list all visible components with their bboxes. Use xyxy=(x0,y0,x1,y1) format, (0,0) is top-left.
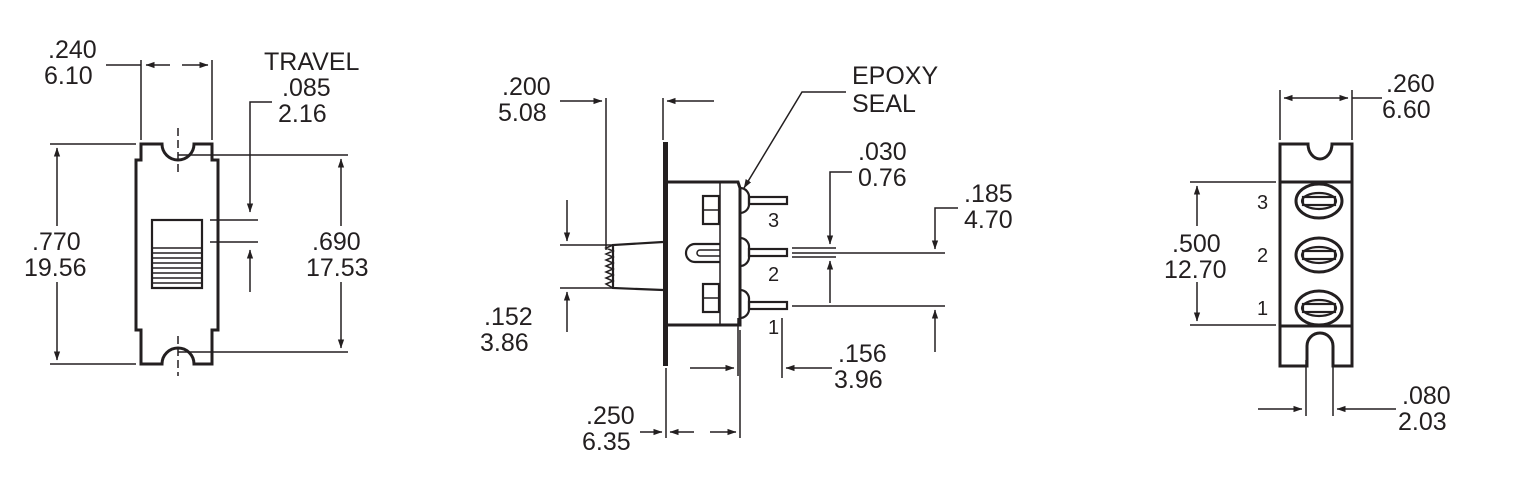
mounting-plate xyxy=(663,142,668,366)
side-pin-3-label: 3 xyxy=(768,210,779,232)
body-mm-label: 6.35 xyxy=(582,428,631,456)
pitch-mm-label: 3.96 xyxy=(834,366,883,394)
bottom-width-mm-label: 6.60 xyxy=(1382,96,1431,124)
side-pin-1-label: 1 xyxy=(768,317,779,339)
bottom-width-inch-label: .260 xyxy=(1386,70,1435,98)
actuator-mm-label: 5.08 xyxy=(498,99,547,127)
span-inch-label: .500 xyxy=(1172,230,1221,258)
mount-mm-label: 17.53 xyxy=(306,254,369,282)
span-mm-label: 12.70 xyxy=(1164,256,1227,284)
slide-actuator xyxy=(150,218,204,290)
top-view: .240 6.10 TRAVEL .085 2.16 .770 19.56 .6… xyxy=(24,36,369,376)
side-view: 3 2 1 EPOXY SEAL .200 5.08 .152 3.86 .03… xyxy=(480,62,1013,456)
pin-span-inch-label: .185 xyxy=(964,180,1013,208)
epoxy-label: EPOXY xyxy=(852,62,938,90)
seal-label: SEAL xyxy=(852,90,916,118)
bottom-pin-3-label: 3 xyxy=(1257,192,1268,214)
mount-inch-label: .690 xyxy=(312,228,361,256)
actuator-inch-label: .200 xyxy=(502,73,551,101)
width-inch-label: .240 xyxy=(48,36,97,64)
width-mm-label: 6.10 xyxy=(44,62,93,90)
lead-thk-mm-label: 0.76 xyxy=(858,164,907,192)
height-mm-label: 19.56 xyxy=(24,254,87,282)
lead-mm-label: 2.03 xyxy=(1398,408,1447,436)
height-inch-label: .770 xyxy=(32,228,81,256)
travel-inch-label: .085 xyxy=(282,74,331,102)
bottom-pin-1-label: 1 xyxy=(1257,298,1268,320)
act-height-inch-label: .152 xyxy=(484,303,533,331)
top-view-body xyxy=(134,142,220,366)
travel-label: TRAVEL xyxy=(264,48,359,76)
lead-thk-inch-label: .030 xyxy=(858,138,907,166)
bottom-view: 3 2 1 .260 6.60 .500 12.70 .080 2.03 xyxy=(1164,70,1451,436)
pin-openings xyxy=(1294,182,1344,327)
body-inch-label: .250 xyxy=(586,402,635,430)
bottom-view-body xyxy=(1278,142,1354,368)
side-actuator xyxy=(611,240,664,292)
act-height-mm-label: 3.86 xyxy=(480,329,529,357)
travel-mm-label: 2.16 xyxy=(278,100,327,128)
pin-span-mm-label: 4.70 xyxy=(964,206,1013,234)
lead-inch-label: .080 xyxy=(1402,382,1451,410)
pitch-inch-label: .156 xyxy=(838,340,887,368)
side-pin-2-label: 2 xyxy=(768,264,779,286)
bottom-pin-2-label: 2 xyxy=(1257,245,1268,267)
